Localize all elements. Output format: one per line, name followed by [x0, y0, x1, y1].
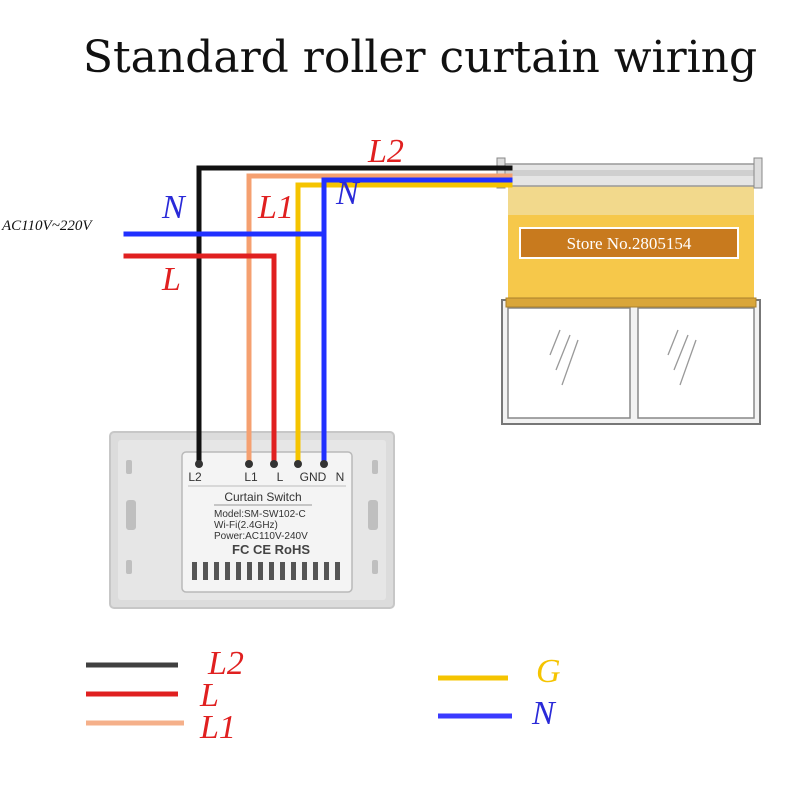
vent-slots — [192, 562, 340, 580]
window-with-roller-blind: Store No.2805154 — [496, 157, 763, 425]
diagram-title: Standard roller curtain wiring — [83, 32, 757, 83]
device-power: Power:AC110V-240V — [214, 531, 308, 542]
store-badge — [519, 227, 739, 259]
store-label: Store No.2805154 — [567, 234, 692, 253]
legend-label-n: N — [531, 695, 557, 732]
wire-l-red-supply — [123, 253, 277, 465]
roller-bracket-right — [753, 157, 763, 189]
device-wifi: Wi-Fi(2.4GHz) — [214, 520, 278, 531]
wire-n-blue-motor — [321, 177, 513, 465]
supply-voltage-label: AC110V~220V — [1, 218, 93, 234]
switch-module-body — [181, 451, 353, 593]
wire-l2-black — [196, 165, 513, 465]
wire-g-yellow — [295, 182, 513, 465]
wire-label-l: L — [161, 261, 181, 298]
device-model: Model:SM-SW102-C — [214, 509, 306, 520]
shade-bottom-bar — [505, 297, 757, 308]
terminal-label-gnd: GND — [300, 470, 327, 484]
legend-label-g: G — [536, 653, 561, 690]
wire-label-n-right: N — [335, 175, 361, 212]
roller-bracket-left — [496, 157, 506, 189]
wire-label-l1: L1 — [257, 189, 294, 226]
device-name: Curtain Switch — [224, 490, 301, 504]
wire-l1-salmon — [246, 173, 513, 465]
curtain-switch-device: L2 L1 L GND N Curtain Switch Model:SM-SW… — [109, 431, 395, 609]
glass-reflection-marks — [549, 329, 697, 386]
legend-label-l1: L1 — [199, 709, 236, 746]
terminal-label-l1: L1 — [244, 470, 258, 484]
terminal-label-l: L — [277, 470, 284, 484]
wire-label-n-left: N — [161, 189, 187, 226]
legend-label-l: L — [199, 677, 219, 714]
plate-slots — [126, 460, 378, 574]
window-pane-left — [507, 307, 631, 419]
device-certifications: FC CE RoHS — [232, 542, 310, 557]
terminal-label-l2: L2 — [188, 470, 202, 484]
terminal-screws — [195, 460, 328, 468]
wire-label-l2: L2 — [367, 133, 404, 170]
wires — [123, 165, 513, 465]
legend-label-l2: L2 — [207, 645, 244, 682]
terminal-label-n: N — [336, 470, 345, 484]
window-pane-right — [637, 307, 755, 419]
legend: L2 L L1 G N — [86, 645, 561, 746]
